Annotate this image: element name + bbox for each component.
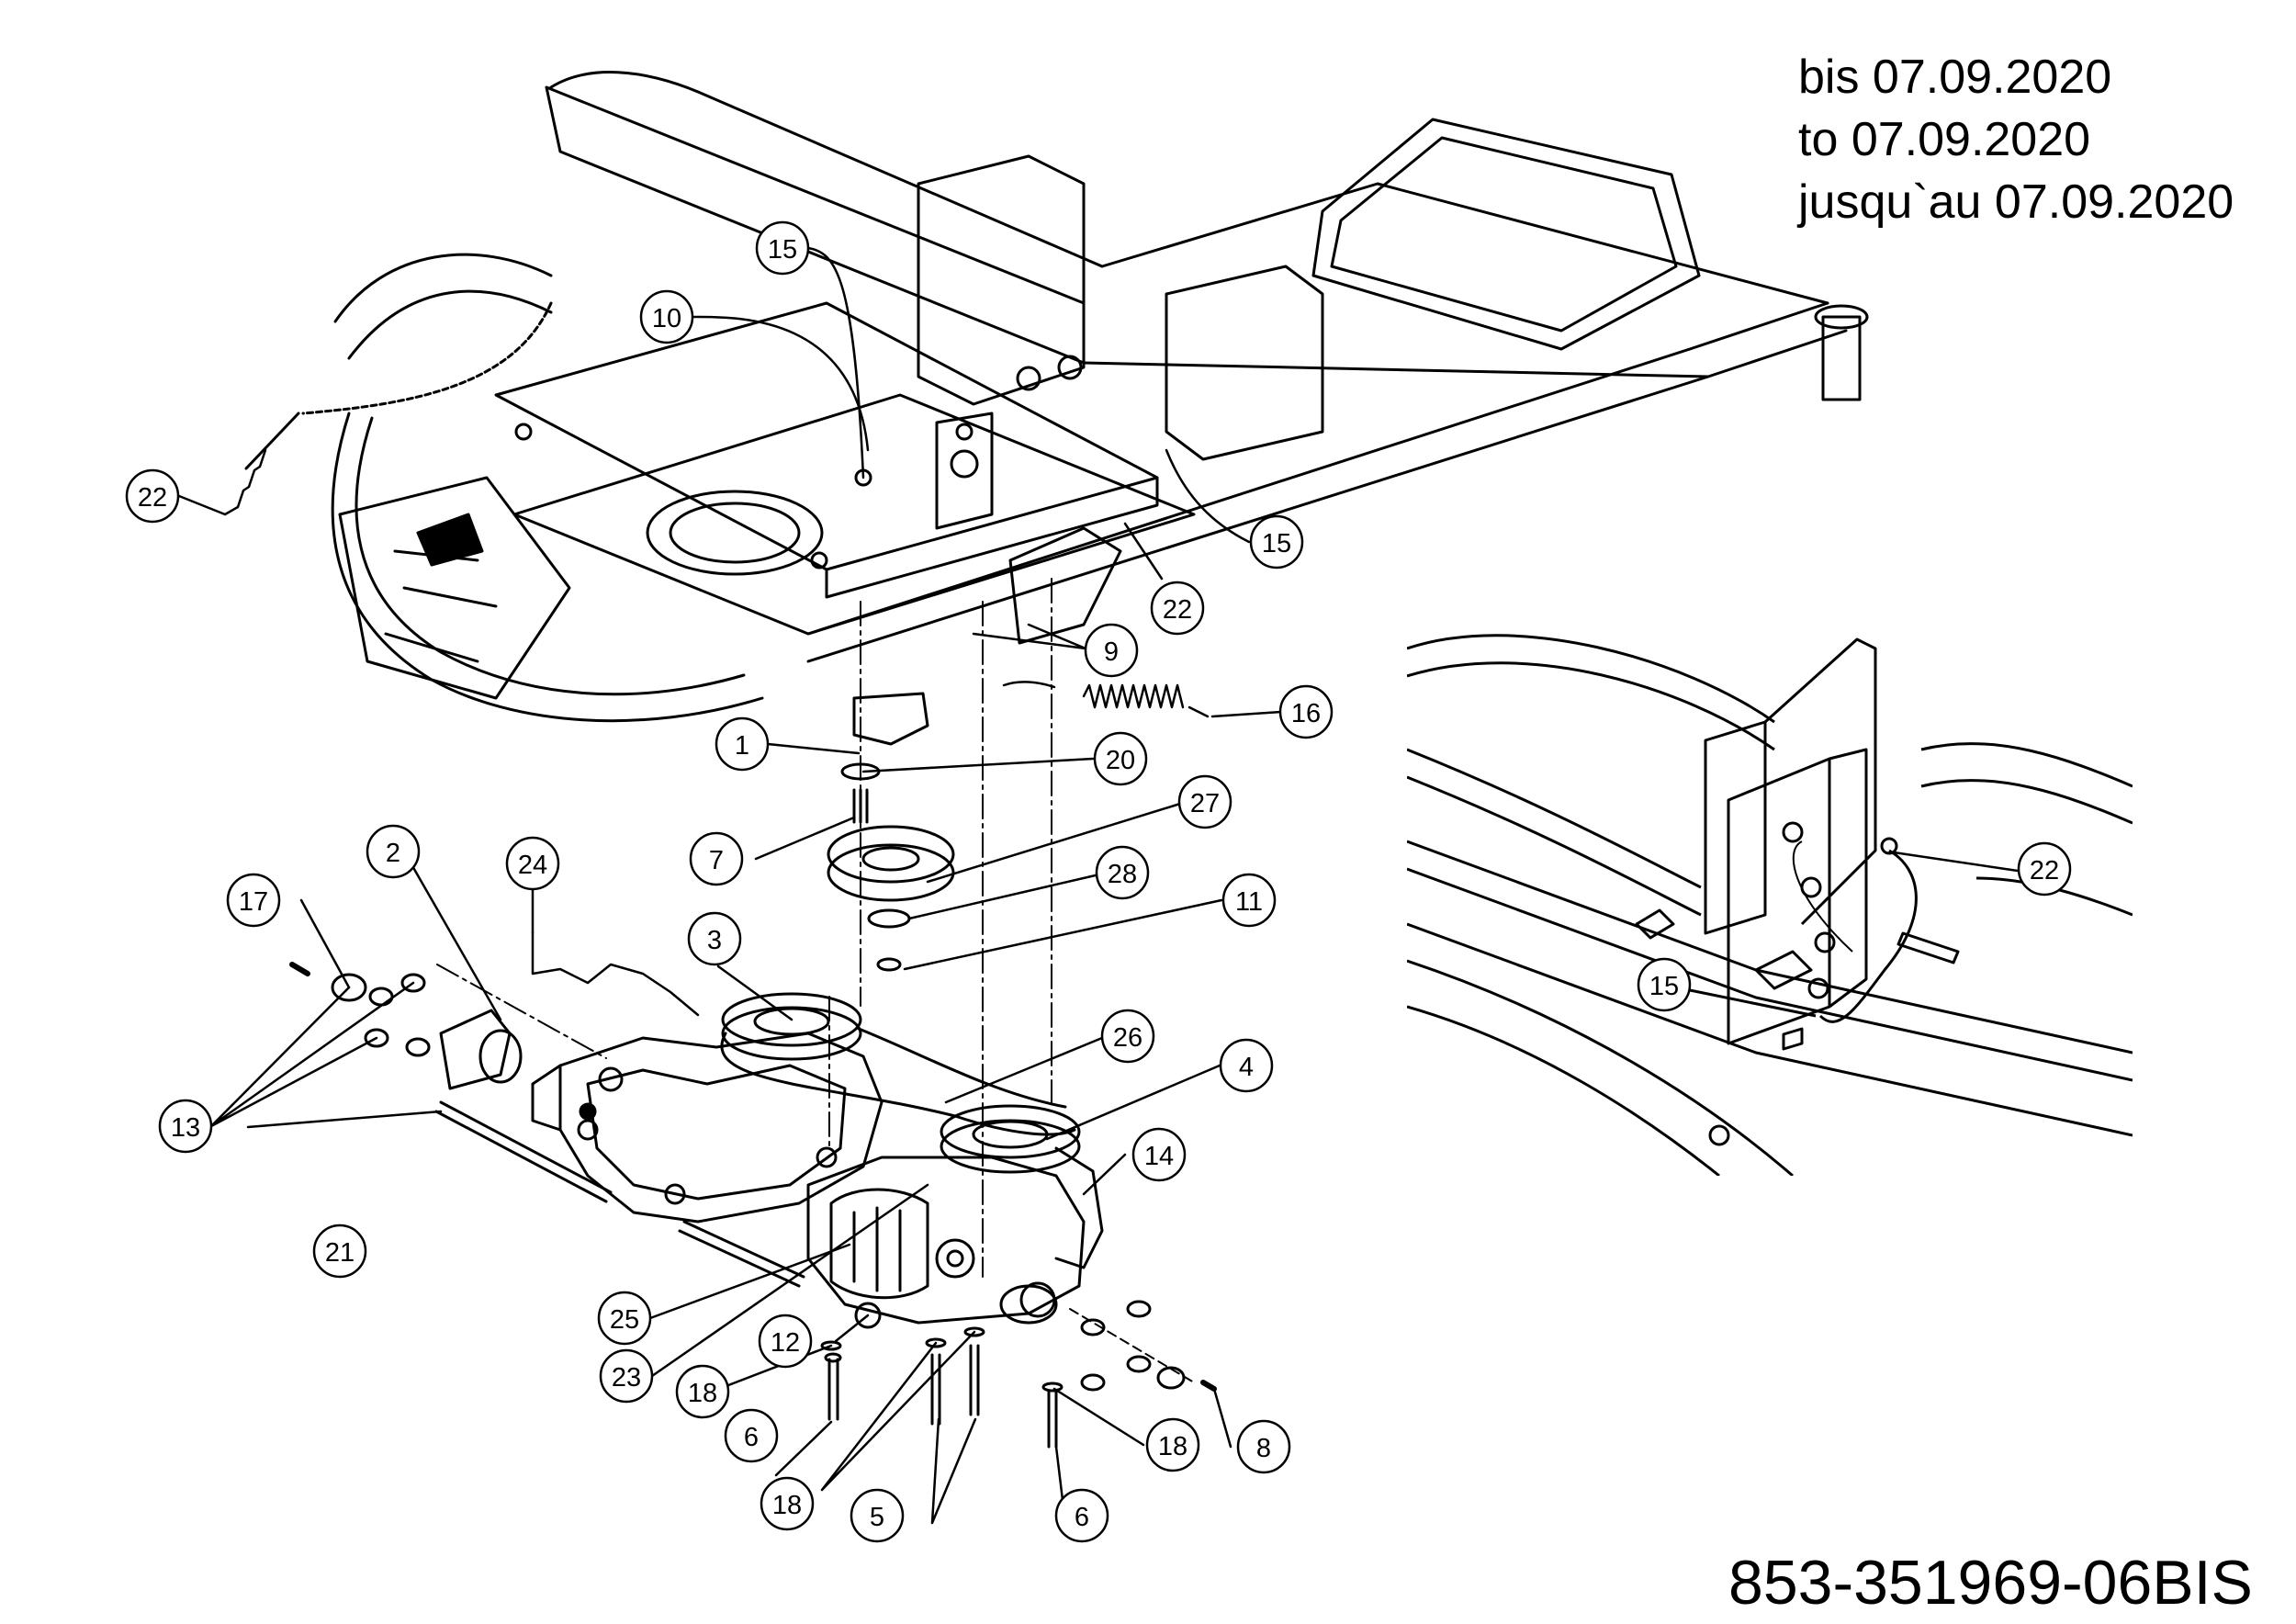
inset-callout-22: 22 bbox=[2017, 841, 2072, 897]
svg-text:4: 4 bbox=[1239, 1053, 1254, 1082]
callout-24: 24 bbox=[505, 836, 560, 891]
svg-text:15: 15 bbox=[768, 235, 797, 265]
svg-text:15: 15 bbox=[1649, 972, 1679, 1001]
svg-text:9: 9 bbox=[1104, 637, 1119, 667]
svg-text:27: 27 bbox=[1190, 789, 1220, 818]
callout-20: 20 bbox=[1093, 731, 1148, 786]
svg-text:1: 1 bbox=[735, 731, 749, 761]
svg-text:6: 6 bbox=[744, 1423, 759, 1452]
callout-27: 27 bbox=[1177, 774, 1232, 829]
svg-text:2: 2 bbox=[386, 839, 400, 868]
explosion-lines bbox=[436, 578, 1052, 1278]
validity-de: bis 07.09.2020 bbox=[1798, 51, 2112, 104]
callout-17: 17 bbox=[226, 873, 281, 928]
svg-text:8: 8 bbox=[1256, 1434, 1271, 1463]
svg-text:18: 18 bbox=[1158, 1432, 1187, 1461]
callout-15-mid: 15 bbox=[1249, 514, 1304, 570]
svg-text:14: 14 bbox=[1144, 1142, 1174, 1171]
callout-28: 28 bbox=[1095, 845, 1150, 900]
callout-16: 16 bbox=[1278, 684, 1334, 739]
validity-note: bis 07.09.2020 to 07.09.2020 jusqu`au 07… bbox=[1798, 46, 2234, 233]
callout-11: 11 bbox=[1221, 873, 1277, 928]
callout-15-top: 15 bbox=[755, 220, 810, 276]
callout-18-right: 18 bbox=[1145, 1417, 1200, 1472]
callout-22-mid: 22 bbox=[1150, 581, 1205, 636]
idler-pulley-assembly bbox=[827, 692, 955, 972]
svg-text:12: 12 bbox=[771, 1328, 800, 1358]
svg-text:28: 28 bbox=[1108, 860, 1137, 889]
chassis-frame bbox=[244, 71, 1869, 723]
callout-12: 12 bbox=[758, 1314, 813, 1369]
svg-text:22: 22 bbox=[2030, 856, 2059, 885]
svg-text:15: 15 bbox=[1262, 529, 1291, 558]
svg-text:7: 7 bbox=[709, 846, 724, 875]
callout-9: 9 bbox=[1084, 623, 1139, 678]
callouts: 15 10 22 15 22 9 16 1 20 27 7 2 24 28 17… bbox=[125, 220, 1334, 1543]
leader-lines bbox=[177, 246, 1283, 1525]
left-wheel-hub bbox=[289, 962, 523, 1090]
callout-3: 3 bbox=[687, 911, 742, 966]
svg-text:18: 18 bbox=[688, 1379, 717, 1408]
right-hardware bbox=[1069, 1300, 1217, 1392]
callout-14: 14 bbox=[1131, 1127, 1187, 1182]
svg-text:6: 6 bbox=[1075, 1503, 1089, 1532]
callout-13: 13 bbox=[158, 1099, 213, 1154]
callout-18-bottom: 18 bbox=[760, 1476, 815, 1531]
svg-text:21: 21 bbox=[325, 1238, 355, 1268]
callout-1: 1 bbox=[715, 716, 770, 772]
svg-text:18: 18 bbox=[772, 1491, 802, 1520]
callout-10: 10 bbox=[639, 289, 694, 344]
callout-26: 26 bbox=[1100, 1009, 1155, 1064]
axle-rod bbox=[434, 1100, 805, 1288]
svg-text:13: 13 bbox=[171, 1113, 200, 1143]
svg-text:24: 24 bbox=[518, 851, 547, 880]
callout-21: 21 bbox=[312, 1224, 367, 1279]
svg-text:5: 5 bbox=[870, 1503, 884, 1532]
svg-text:22: 22 bbox=[138, 483, 167, 513]
svg-text:10: 10 bbox=[652, 304, 681, 333]
upper-spring bbox=[223, 448, 267, 516]
callout-6-right: 6 bbox=[1054, 1488, 1109, 1543]
svg-text:11: 11 bbox=[1235, 887, 1263, 917]
svg-text:3: 3 bbox=[707, 926, 722, 955]
wire-rod bbox=[531, 930, 700, 1017]
transaxle-assembly bbox=[531, 992, 1104, 1325]
callout-18-left: 18 bbox=[675, 1364, 730, 1419]
document-number: 853-351969-06BIS bbox=[1728, 1548, 2253, 1618]
detail-inset: 15 22 bbox=[1407, 621, 2133, 1176]
callout-23: 23 bbox=[599, 1348, 654, 1404]
callout-25: 25 bbox=[597, 1291, 652, 1346]
inset-callout-15: 15 bbox=[1637, 957, 1692, 1012]
svg-text:26: 26 bbox=[1113, 1023, 1142, 1053]
callout-22-left: 22 bbox=[125, 468, 180, 524]
callout-8: 8 bbox=[1236, 1419, 1291, 1474]
mounting-bolts bbox=[820, 1302, 1064, 1449]
callout-5: 5 bbox=[850, 1488, 905, 1543]
validity-fr: jusqu`au 07.09.2020 bbox=[1798, 175, 2234, 229]
callout-7: 7 bbox=[689, 831, 744, 886]
inset-diagram: 15 22 bbox=[1407, 634, 2133, 1176]
callout-4: 4 bbox=[1219, 1038, 1274, 1093]
callout-6-left: 6 bbox=[724, 1408, 779, 1463]
svg-text:25: 25 bbox=[610, 1305, 639, 1335]
svg-text:16: 16 bbox=[1291, 699, 1321, 728]
svg-text:22: 22 bbox=[1163, 595, 1192, 625]
callout-2: 2 bbox=[366, 824, 421, 879]
svg-text:23: 23 bbox=[612, 1363, 641, 1393]
validity-en: to 07.09.2020 bbox=[1798, 113, 2091, 166]
svg-text:20: 20 bbox=[1106, 746, 1135, 775]
svg-text:17: 17 bbox=[239, 887, 268, 917]
tension-spring bbox=[1002, 681, 1210, 718]
